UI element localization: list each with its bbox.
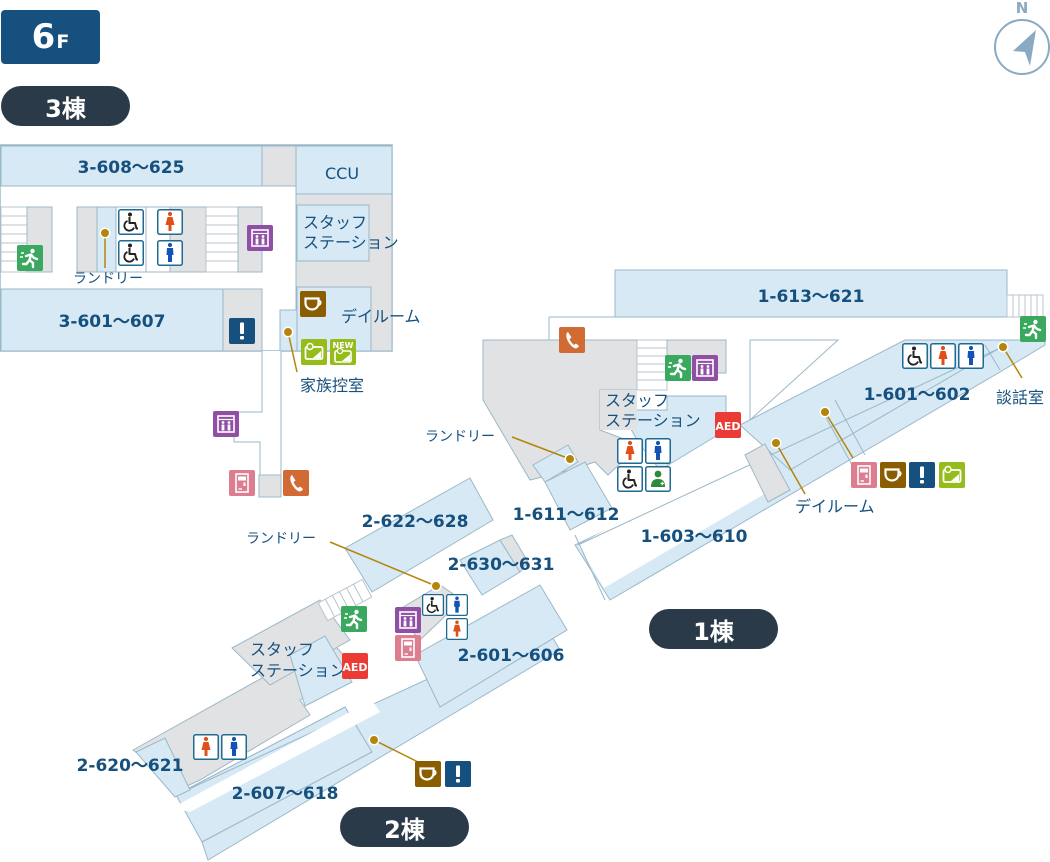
room-1-611-612: 1-611～612 — [513, 505, 620, 525]
room-2-607-618: 2-607～618 — [232, 784, 339, 804]
accessible-toilet-icon — [902, 343, 928, 369]
svg-text:AED: AED — [342, 661, 367, 674]
male-toilet-icon — [157, 240, 183, 266]
b2-staff-station-line1: スタッフ — [250, 640, 314, 659]
info-icon — [909, 462, 935, 488]
info-icon — [229, 318, 255, 344]
compass-north-icon: N — [994, 0, 1050, 75]
phone-icon — [559, 327, 585, 353]
b2-staff-station-line2: ステーション — [250, 661, 346, 680]
room-labels: 3-608～625 CCU 3-601～607 1-613～621 1-601～… — [59, 158, 971, 804]
b1-laundry-label: ランドリー — [425, 429, 495, 445]
cafe-icon — [300, 291, 326, 317]
emergency-exit-icon — [665, 355, 691, 381]
emergency-exit-icon — [17, 245, 43, 271]
area-labels: スタッフ ステーション デイルーム ランドリー 家族控室 スタッフ ステーション… — [73, 213, 1044, 680]
vending-machine-icon — [395, 635, 421, 661]
room-1-601-602: 1-601～602 — [864, 385, 971, 405]
b3-family-room-label: 家族控室 — [300, 376, 364, 395]
female-toilet-icon — [930, 343, 956, 369]
room-2-601-606: 2-601～606 — [458, 646, 565, 666]
building-3-label: 3棟 — [1, 86, 130, 126]
accessible-toilet-icon — [118, 240, 144, 266]
accessible-toilet-icon — [118, 209, 144, 235]
info-icon — [445, 761, 471, 787]
cafe-icon — [880, 462, 906, 488]
floor-number: 6 — [31, 17, 56, 57]
b3-dayroom-label: デイルーム — [341, 307, 421, 326]
floor-badge: 6 F — [1, 10, 100, 64]
room-3-608-625: 3-608～625 — [78, 158, 185, 178]
male-toilet-icon — [221, 734, 247, 760]
room-1-603-610: 1-603～610 — [641, 527, 748, 547]
cafe-icon — [415, 761, 441, 787]
female-toilet-icon — [193, 734, 219, 760]
floor-unit: F — [56, 31, 70, 53]
room-2-630-631: 2-630～631 — [448, 555, 555, 575]
male-toilet-icon — [958, 343, 984, 369]
compass: N — [993, 0, 1050, 75]
b1-staff-station-line2: ステーション — [605, 411, 701, 430]
first-aid-icon — [645, 466, 671, 492]
building-1-label: 1棟 — [649, 609, 778, 649]
building-2-label: 2棟 — [340, 807, 469, 847]
aed-icon: AED — [342, 653, 368, 679]
elevator-icon — [247, 225, 273, 251]
vending-machine-icon — [229, 470, 255, 496]
accessible-toilet-icon — [617, 466, 643, 492]
vending-machine-icon — [851, 462, 877, 488]
atm-new-icon: NEW — [330, 339, 356, 365]
building-3-plan — [0, 144, 393, 498]
atm-icon — [939, 462, 965, 488]
atm-icon — [301, 339, 327, 365]
male-toilet-icon — [446, 594, 468, 616]
female-toilet-icon — [617, 438, 643, 464]
b1-talk-room-label: 談話室 — [996, 388, 1044, 407]
room-3-601-607: 3-601～607 — [59, 312, 166, 332]
b1-staff-station-line1: スタッフ — [605, 391, 669, 410]
leader-lines — [104, 233, 1023, 763]
room-2-622-628: 2-622～628 — [362, 512, 469, 532]
b3-laundry-label: ランドリー — [73, 271, 143, 287]
svg-text:NEW: NEW — [333, 341, 354, 350]
emergency-exit-icon — [341, 606, 367, 632]
room-ccu: CCU — [325, 164, 359, 183]
phone-icon — [283, 470, 309, 496]
room-2-620-621: 2-620～621 — [77, 756, 184, 776]
emergency-exit-icon — [1020, 316, 1046, 342]
female-toilet-icon — [157, 209, 183, 235]
svg-text:N: N — [1016, 0, 1029, 17]
b1-dayroom-label: デイルーム — [795, 497, 875, 516]
male-toilet-icon — [645, 438, 671, 464]
elevator-icon — [395, 607, 421, 633]
b3-staff-station-line1: スタッフ — [303, 213, 367, 232]
elevator-icon — [692, 355, 718, 381]
building-1-plan — [482, 269, 1046, 601]
room-1-613-621: 1-613～621 — [758, 287, 865, 307]
b2-laundry-label: ランドリー — [246, 531, 316, 547]
female-toilet-icon — [446, 618, 468, 640]
elevator-icon — [213, 411, 239, 437]
b3-staff-station-line2: ステーション — [303, 233, 399, 252]
aed-icon: AED — [715, 412, 741, 438]
svg-text:AED: AED — [715, 420, 740, 433]
accessible-toilet-icon — [422, 594, 444, 616]
